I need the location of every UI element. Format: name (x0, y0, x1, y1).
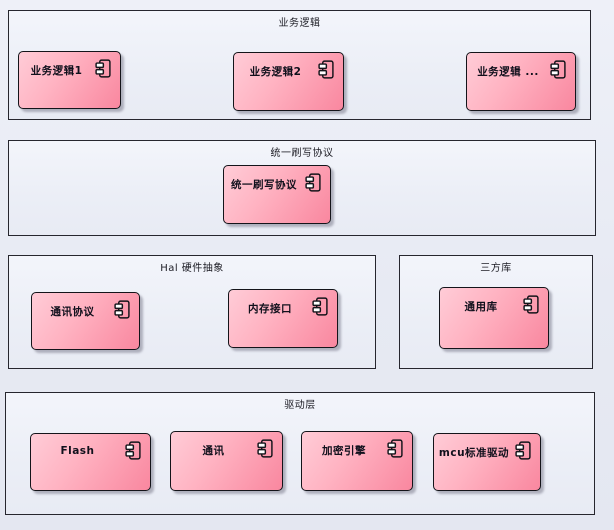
frame-business-logic[interactable]: 业务逻辑 业务逻辑1 业务逻辑2 业务逻辑 ... (8, 10, 591, 120)
uml-component-icon (550, 60, 566, 79)
uml-component-icon (387, 439, 403, 458)
component-business-logic-more[interactable]: 业务逻辑 ... (466, 52, 576, 111)
component-comm[interactable]: 通讯 (170, 431, 283, 491)
uml-component-icon (312, 297, 328, 316)
component-flash[interactable]: Flash (30, 433, 151, 491)
component-business-logic-1[interactable]: 业务逻辑1 (18, 51, 121, 109)
component-label: 加密引擎 (322, 445, 366, 457)
component-label: Flash (60, 445, 95, 457)
component-business-logic-2[interactable]: 业务逻辑2 (233, 52, 344, 111)
component-label: 业务逻辑1 (30, 65, 83, 77)
component-label: 业务逻辑2 (249, 66, 302, 78)
uml-component-icon (523, 295, 539, 314)
uml-component-icon (257, 439, 273, 458)
component-mcu-standard-driver[interactable]: mcu标准驱动 (433, 433, 541, 491)
component-label: 内存接口 (248, 303, 292, 315)
frame-title: 业务逻辑 (278, 18, 321, 29)
frame-title: 驱动层 (284, 400, 316, 411)
component-general-library[interactable]: 通用库 (439, 287, 549, 349)
uml-component-icon (125, 441, 141, 460)
frame-title: 三方库 (480, 263, 512, 274)
frame-title: Hal 硬件抽象 (160, 263, 224, 274)
frame-title: 统一刷写协议 (270, 148, 334, 159)
frame-driver-layer[interactable]: 驱动层 Flash 通讯 加密引擎 mcu标准驱动 (5, 392, 595, 515)
frame-third-party-library[interactable]: 三方库 通用库 (399, 255, 593, 369)
component-comm-protocol[interactable]: 通讯协议 (31, 292, 140, 350)
component-label: mcu标准驱动 (438, 447, 510, 459)
component-memory-interface[interactable]: 内存接口 (228, 289, 338, 348)
component-label: 通用库 (464, 301, 498, 313)
component-label: 通讯协议 (50, 306, 95, 318)
component-unified-flash-protocol[interactable]: 统一刷写协议 (223, 165, 331, 224)
uml-component-icon (305, 173, 321, 192)
uml-component-icon (95, 59, 111, 78)
uml-component-icon (515, 441, 531, 460)
component-label: 业务逻辑 ... (477, 66, 539, 78)
frame-unified-flash-protocol[interactable]: 统一刷写协议 统一刷写协议 (8, 140, 596, 236)
uml-component-icon (114, 300, 130, 319)
component-crypto-engine[interactable]: 加密引擎 (301, 431, 413, 491)
component-label: 统一刷写协议 (231, 179, 297, 191)
component-label: 通讯 (202, 445, 225, 457)
frame-hal-hardware-abstraction[interactable]: Hal 硬件抽象 通讯协议 内存接口 (8, 255, 376, 369)
uml-component-icon (318, 60, 334, 79)
